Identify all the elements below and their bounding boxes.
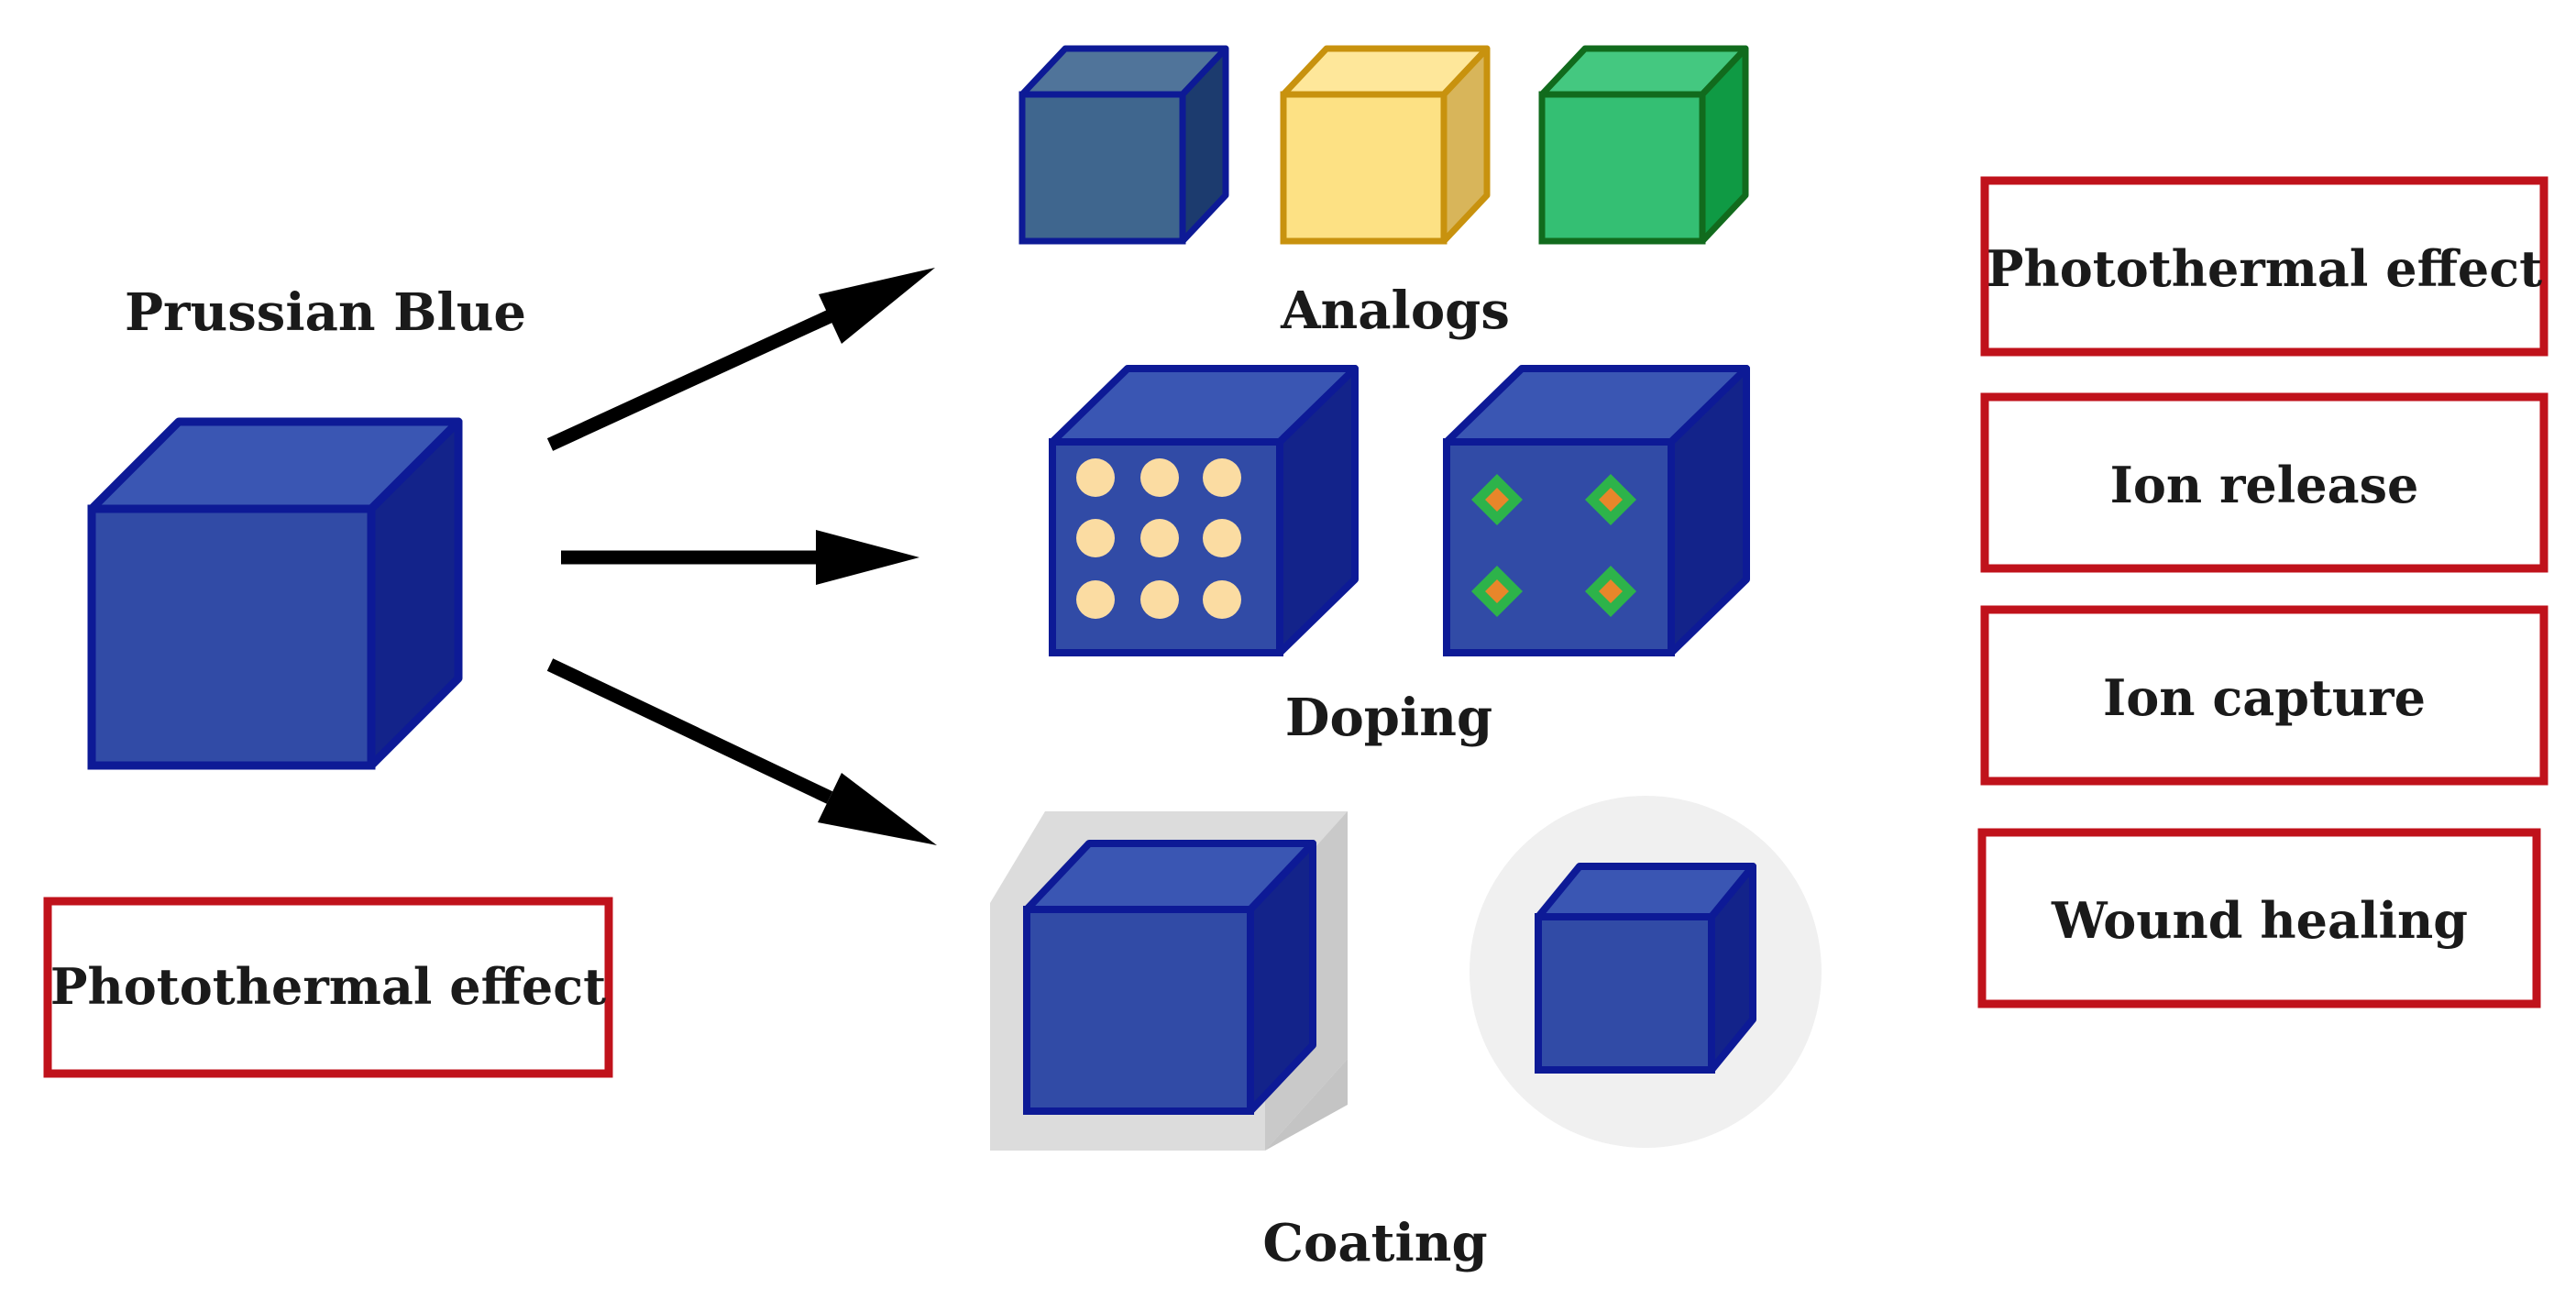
coating-shell-cube	[990, 811, 1348, 1151]
property-label-photothermal: Photothermal effect	[1987, 239, 2542, 298]
property-label-ion-release: Ion release	[2110, 456, 2419, 514]
prussian-blue-cube	[87, 417, 463, 770]
property-label-wound-healing: Wound healing	[2051, 891, 2468, 950]
arrow-to-analogs	[546, 268, 935, 451]
doping-cube-dots	[1049, 365, 1359, 656]
doping-cube-diamonds	[1443, 365, 1750, 656]
left-property-box: Photothermal effect	[43, 897, 613, 1078]
analogs-label: Analogs	[1280, 281, 1510, 341]
arrows	[546, 268, 937, 845]
property-box-wound-healing: Wound healing	[1977, 828, 2541, 1008]
prussian-blue-label: Prussian Blue	[125, 282, 526, 343]
property-box-ion-release: Ion release	[1980, 392, 2548, 573]
analog-cube-blue	[1018, 45, 1229, 245]
arrow-to-coating	[546, 658, 937, 845]
property-box-ion-capture: Ion capture	[1980, 605, 2548, 786]
coating-label: Coating	[1262, 1213, 1487, 1273]
dopant-dots	[1076, 458, 1241, 619]
analog-cube-green	[1538, 45, 1749, 245]
arrow-to-doping	[561, 530, 919, 585]
dopant-diamonds	[1471, 474, 1636, 617]
property-box-photothermal: Photothermal effect	[1980, 176, 2548, 357]
coating-circle-cube	[1470, 796, 1822, 1148]
property-label-ion-capture: Ion capture	[2103, 668, 2426, 727]
analog-cube-yellow	[1280, 45, 1491, 245]
left-property-label: Photothermal effect	[50, 957, 606, 1016]
doping-label: Doping	[1285, 688, 1492, 748]
